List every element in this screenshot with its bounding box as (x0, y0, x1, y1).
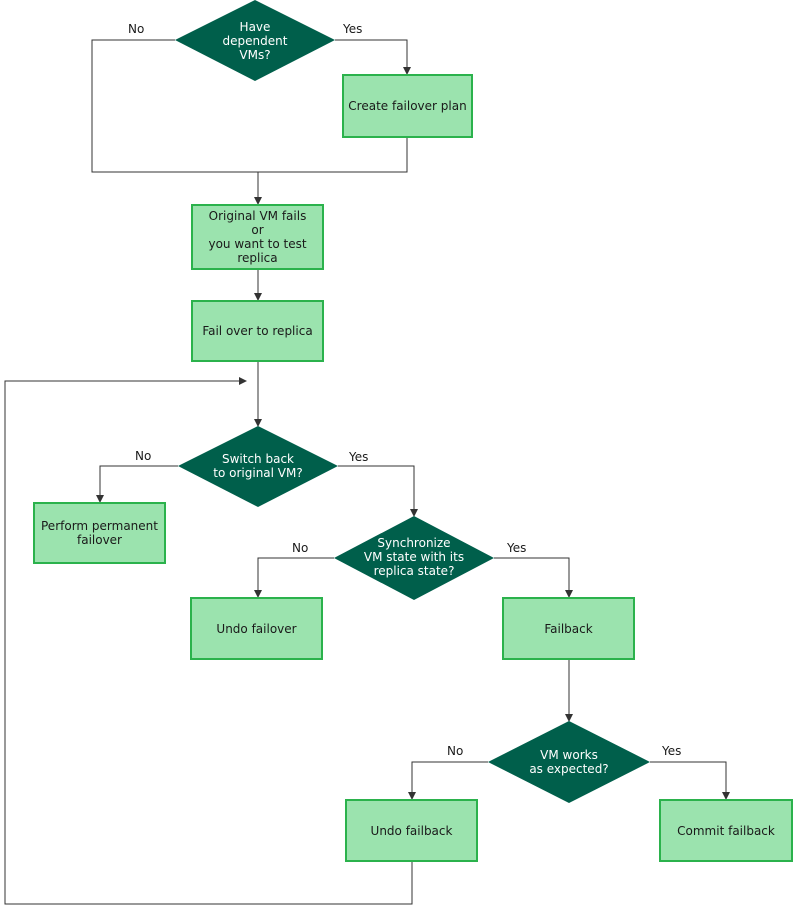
decision-line: VM state with its (363, 550, 465, 564)
decision-line: dependent (222, 34, 288, 48)
connector-d4-no (408, 761, 488, 800)
connector-d3-no (254, 557, 334, 598)
connector-d2-yes (338, 465, 418, 517)
label-no: No (447, 744, 464, 758)
connector-plan-merge (258, 138, 408, 173)
connector-d1-yes (335, 39, 411, 75)
process-fail-over-to-replica: Fail over to replica (191, 300, 324, 362)
label-no: No (292, 541, 309, 555)
process-label: Fail over to replica (202, 324, 313, 338)
process-line: failover (76, 533, 122, 547)
decision-line: replica state? (373, 564, 455, 578)
label-yes: Yes (507, 541, 527, 555)
decision-vm-works-shape (488, 721, 650, 803)
decision-line: VMs? (239, 48, 271, 62)
decision-have-dependent-shape (175, 0, 335, 81)
label-yes: Yes (349, 450, 369, 464)
connector-d2-no (96, 465, 178, 503)
connector-d4-yes (650, 761, 730, 800)
label-yes: Yes (662, 744, 682, 758)
decision-line: Switch back (221, 452, 294, 466)
decision-synchronize-shape (334, 516, 494, 600)
process-label: Failback (544, 621, 593, 636)
decision-line: as expected? (529, 762, 609, 776)
label-no: No (128, 22, 145, 36)
decision-line: Synchronize (377, 536, 451, 550)
process-create-failover-plan: Create failover plan (342, 74, 473, 138)
process-line: Original VM fails (208, 209, 307, 223)
connector-d3-yes (494, 557, 573, 598)
decision-line: to original VM? (213, 466, 303, 480)
process-undo-failover: Undo failover (190, 597, 323, 660)
label-yes: Yes (343, 22, 363, 36)
process-label: Undo failback (370, 823, 453, 838)
decision-line: VM works (540, 748, 598, 762)
process-commit-failback: Commit failback (659, 799, 793, 862)
decision-line: Have (239, 20, 271, 34)
connector-d1-no (91, 39, 258, 173)
process-failback: Failback (502, 597, 635, 660)
label-no: No (135, 449, 152, 463)
process-line: you want to test replica (208, 237, 307, 265)
process-label: Create failover plan (348, 99, 467, 113)
process-label: Commit failback (677, 823, 775, 838)
process-line: or (251, 223, 264, 237)
process-label: Undo failover (216, 621, 297, 636)
process-line: Perform permanent (41, 519, 158, 533)
process-undo-failback: Undo failback (345, 799, 478, 862)
decision-switch-back-shape (178, 426, 338, 507)
connector-loop-back (4, 377, 413, 905)
